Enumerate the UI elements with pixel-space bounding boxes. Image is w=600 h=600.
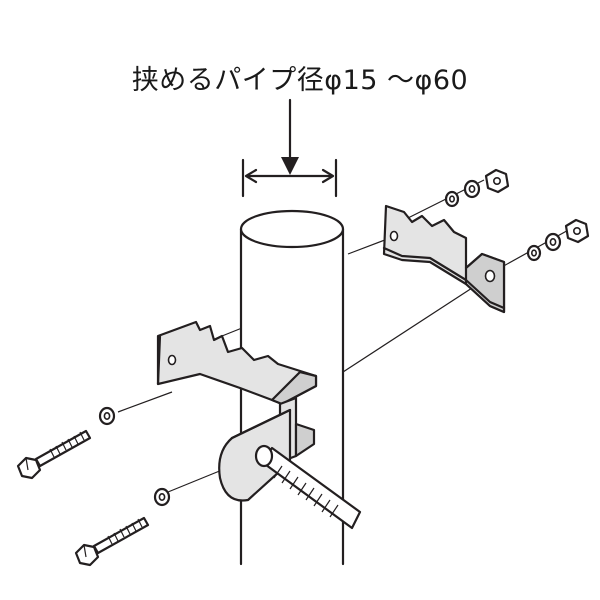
pipe-top-opening [239,209,345,249]
dimension-arrow-left [244,168,258,184]
pointer-arrowhead [281,157,299,175]
front-clamp-bracket [156,320,318,502]
rear-clamp-plate [382,204,506,314]
hex-bolt-upper [16,429,92,480]
washer-left-lower [153,487,171,507]
washer-left-upper [98,406,116,426]
dimension-arrow-right [321,168,335,184]
threaded-rod [254,444,362,530]
hex-bolt-lower [74,516,150,567]
pipe-diameter-caption: 挟めるパイプ径φ15 ～φ60 [131,65,469,96]
hardware-lower-right [526,218,590,262]
hardware-upper-right [444,168,510,208]
dimension-indicator [241,98,338,198]
